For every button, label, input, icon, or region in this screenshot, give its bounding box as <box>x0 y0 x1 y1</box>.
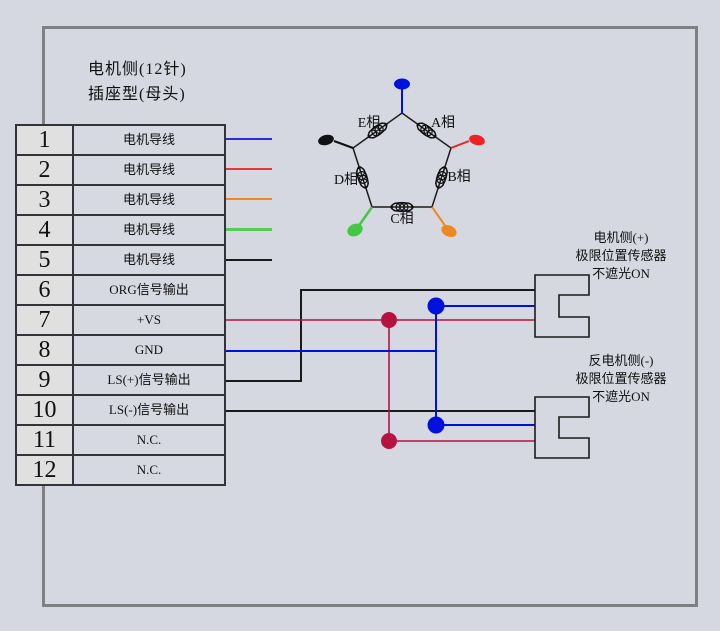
phase-coil-E <box>367 122 388 139</box>
lead-dot-red <box>469 134 485 146</box>
lead-bottom-right <box>431 206 447 228</box>
phase-label-A: A相 <box>431 115 455 131</box>
pin-number-cell: 7 <box>17 306 74 334</box>
lead-bottom-left <box>356 206 374 228</box>
pin-number-cell: 11 <box>17 426 74 454</box>
pin3-wire-stub <box>226 198 272 200</box>
junction-dot-blue-bottom <box>427 416 445 434</box>
pin2-wire-stub <box>226 168 272 170</box>
phase-coil-A <box>416 122 437 139</box>
pin5-wire-stub <box>226 259 272 261</box>
sensor-plus-line1: 电机侧(+) <box>593 230 649 245</box>
phase-label-E: E相 <box>358 115 381 131</box>
phase-label-D: D相 <box>334 172 358 188</box>
sensor-plus-line3: 不遮光ON <box>592 266 650 281</box>
pentagon-outline <box>352 112 452 208</box>
lead-dot-green <box>347 223 363 237</box>
limit-sensor-plus-shape <box>534 274 590 338</box>
motor-pentagon: E相 A相 B相 C相 D相 <box>318 78 485 238</box>
junction-dot-crimson-top <box>381 312 397 328</box>
pin-number-cell: 6 <box>17 276 74 304</box>
pin4-wire-stub <box>226 228 272 231</box>
pin-number-cell: 12 <box>17 456 74 484</box>
pin-label-cell: 电机导线 <box>74 216 224 244</box>
pin-number-cell: 3 <box>17 186 74 214</box>
pin-label-cell: LS(-)信号输出 <box>74 396 224 424</box>
pin-label-cell: 电机导线 <box>74 156 224 184</box>
pin-number-cell: 2 <box>17 156 74 184</box>
pin-label-cell: GND <box>74 336 224 364</box>
pin-label-cell: 电机导线 <box>74 186 224 214</box>
sensor-plus-label: 电机侧(+) 极限位置传感器 不遮光ON <box>541 229 701 283</box>
phase-coil-C <box>390 201 414 213</box>
junction-dot-crimson-bottom <box>381 433 397 449</box>
limit-sensor-minus-shape <box>534 396 590 459</box>
sensor-minus-line1: 反电机侧(-) <box>588 353 654 368</box>
phase-coil-B <box>435 166 448 189</box>
lead-right <box>450 140 470 149</box>
junction-dot-blue-top <box>427 297 445 315</box>
sensor-minus-line3: 不遮光ON <box>592 389 650 404</box>
phase-label-B: B相 <box>447 169 470 185</box>
lead-left <box>333 140 354 149</box>
pin-label-cell: ORG信号输出 <box>74 276 224 304</box>
sensor-minus-label: 反电机侧(-) 极限位置传感器 不遮光ON <box>541 352 701 406</box>
phase-label-C: C相 <box>390 211 413 227</box>
title-line2: 插座型(母头) <box>88 86 186 103</box>
pin-number-cell: 1 <box>17 126 74 154</box>
pin1-wire-stub <box>226 138 272 140</box>
ls-plus-wire <box>226 289 535 382</box>
pin-number-cell: 5 <box>17 246 74 274</box>
lead-dot-black <box>318 134 334 146</box>
pin-label-cell: 电机导线 <box>74 126 224 154</box>
pin-label-cell: N.C. <box>74 426 224 454</box>
pin-number-cell: 4 <box>17 216 74 244</box>
title-line1: 电机侧(12针) <box>88 61 187 78</box>
lead-dot-orange <box>441 224 457 238</box>
phase-coil-D <box>356 166 369 189</box>
pin-label-cell: LS(+)信号输出 <box>74 366 224 394</box>
pin-number-cell: 10 <box>17 396 74 424</box>
sensor-plus-line2: 极限位置传感器 <box>575 248 667 263</box>
sensor-minus-line2: 极限位置传感器 <box>575 371 667 386</box>
pin-label-cell: 电机导线 <box>74 246 224 274</box>
table-row: 7+VS <box>17 306 224 336</box>
pin-number-cell: 9 <box>17 366 74 394</box>
pin-number-cell: 8 <box>17 336 74 364</box>
lead-dot-blue <box>394 78 410 90</box>
pin-label-cell: N.C. <box>74 456 224 484</box>
pin-label-cell: +VS <box>74 306 224 334</box>
page-title: 电机侧(12针) 插座型(母头) <box>88 57 187 107</box>
